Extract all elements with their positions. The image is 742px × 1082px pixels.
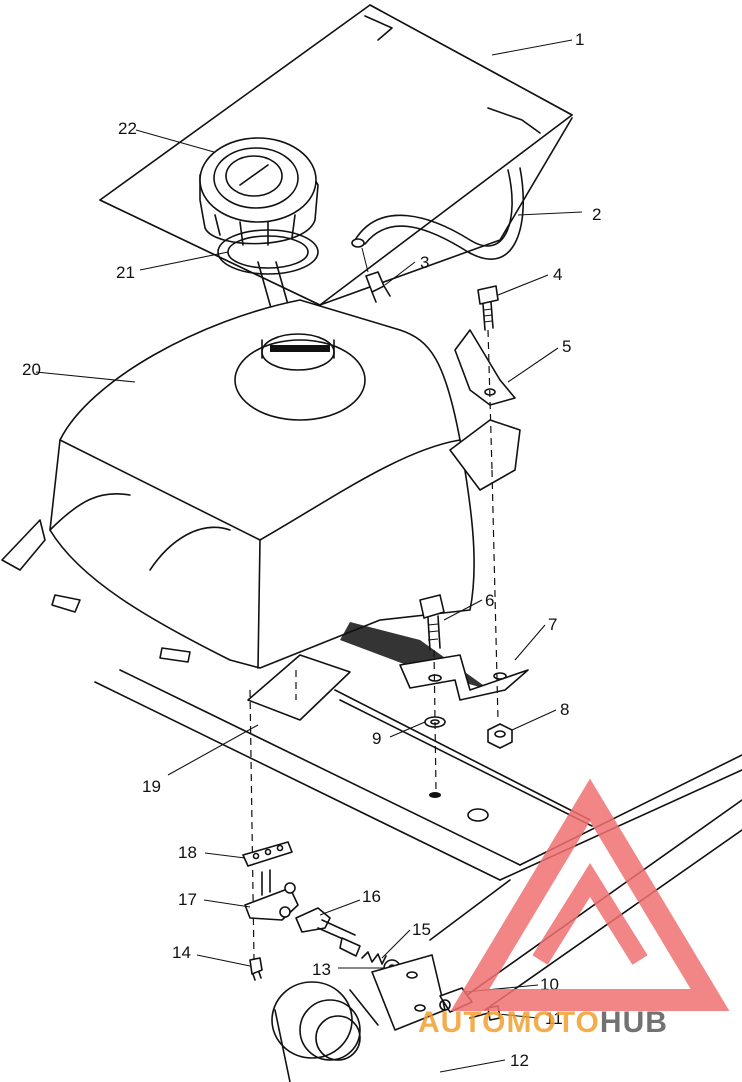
part-18-plate	[242, 841, 293, 867]
callout-1: 1	[575, 30, 584, 49]
part-15-spring	[361, 951, 387, 965]
callout-5: 5	[562, 337, 571, 356]
part-16-fitting	[295, 907, 361, 957]
callout-2: 2	[592, 205, 601, 224]
leader-lines	[35, 39, 583, 1073]
part-5-bracket	[454, 329, 516, 406]
automotohub-watermark: AUTOMOTOHUB	[418, 778, 730, 1039]
callout-21: 21	[116, 263, 135, 282]
callout-11: 11	[545, 1009, 563, 1028]
part-1-pad	[99, 4, 573, 306]
watermark-text: AUTOMOTOHUB	[418, 1006, 668, 1039]
part-19-pad	[247, 654, 351, 721]
part-20-fuel-tank	[1, 299, 521, 690]
callout-4: 4	[553, 265, 562, 284]
watermark-logo-triangle	[450, 778, 730, 1011]
callout-9: 9	[372, 729, 381, 748]
part-4-bolt	[477, 285, 499, 331]
callout-15: 15	[412, 920, 431, 939]
callout-17: 17	[178, 890, 197, 909]
callout-19: 19	[142, 777, 161, 796]
part-8-nut	[487, 723, 513, 749]
callout-3: 3	[420, 253, 429, 272]
callout-7: 7	[548, 615, 557, 634]
part-6-bolt	[419, 594, 445, 651]
callout-18: 18	[178, 843, 197, 862]
watermark-text-part1: AUTOMOTO	[418, 1006, 600, 1039]
callout-6: 6	[485, 591, 494, 610]
part-17-fuel-valve	[244, 869, 299, 921]
callout-12: 12	[510, 1051, 529, 1070]
watermark-logo-inner	[532, 863, 648, 965]
callout-13: 13	[312, 960, 331, 979]
callout-labels: 1 2 3 4 5 6 7 8 9 10 11 12 13 14 15 16 1…	[22, 30, 601, 1070]
callout-16: 16	[362, 887, 381, 906]
callout-20: 20	[22, 360, 41, 379]
part-3-fitting	[361, 247, 391, 303]
assembly-lines	[249, 329, 499, 961]
callout-8: 8	[560, 700, 569, 719]
part-2-vent-hose	[351, 167, 525, 260]
part-14-screw	[249, 957, 263, 981]
callout-14: 14	[172, 943, 191, 962]
part-22-fuel-cap	[199, 137, 319, 246]
watermark-text-part2: HUB	[600, 1006, 668, 1039]
callout-22: 22	[118, 119, 137, 138]
part-7-bracket	[399, 654, 529, 701]
